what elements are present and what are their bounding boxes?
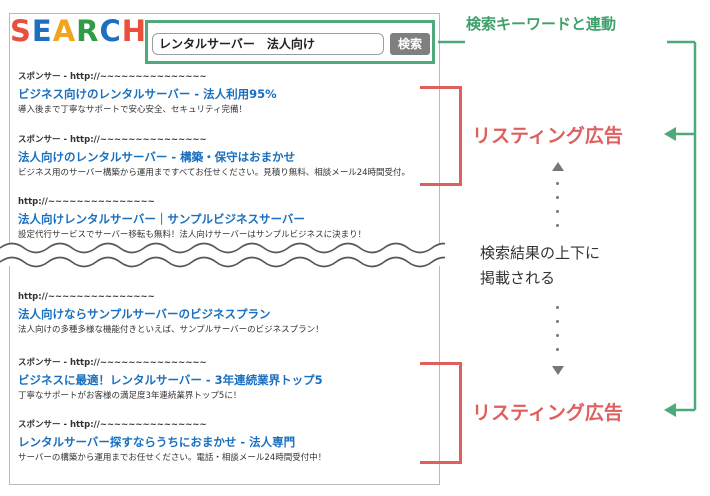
result-description: ビジネス用のサーバー構築から運用まですべてお任せください。見積り無料、相談メール… xyxy=(18,168,411,178)
dot xyxy=(556,348,559,351)
result-item: スポンサー - http://~~~~~~~~~~~~~~~ レンタルサーバー探… xyxy=(18,420,326,464)
search-bar-highlight xyxy=(145,20,435,64)
ad-bracket-top xyxy=(420,86,462,186)
logo-letter: R xyxy=(76,14,100,48)
keyword-connector xyxy=(438,40,697,417)
dot xyxy=(556,224,559,227)
result-item: http://~~~~~~~~~~~~~~~ 法人向けならサンプルサーバーのビジ… xyxy=(18,292,324,336)
result-item: スポンサー - http://~~~~~~~~~~~~~~~ ビジネスに最適！レ… xyxy=(18,358,323,402)
position-note: 検索結果の上下に 掲載される xyxy=(480,241,600,291)
result-description: 法人向けの多種多様な機能付きといえば、サンプルサーバーのビジネスプラン！ xyxy=(18,325,324,335)
result-title-link[interactable]: レンタルサーバー探すならうちにおまかせ - 法人専門 xyxy=(18,435,296,449)
position-note-line: 検索結果の上下に xyxy=(480,244,601,262)
logo-letter: S xyxy=(10,14,32,48)
logo-letter: H xyxy=(121,14,148,48)
logo-letter: C xyxy=(99,14,122,48)
dot xyxy=(556,320,559,323)
result-url: スポンサー - http://~~~~~~~~~~~~~~~ xyxy=(18,358,207,368)
result-url: スポンサー - http://~~~~~~~~~~~~~~~ xyxy=(18,72,207,82)
result-url: http://~~~~~~~~~~~~~~~ xyxy=(18,197,155,207)
search-button[interactable]: 検索 xyxy=(390,33,430,55)
result-url: http://~~~~~~~~~~~~~~~ xyxy=(18,292,155,302)
search-logo: SEARCH xyxy=(10,17,147,46)
result-title-link[interactable]: 法人向けのレンタルサーバー - 構築・保守はおまかせ xyxy=(18,150,296,164)
result-url: スポンサー - http://~~~~~~~~~~~~~~~ xyxy=(18,135,207,145)
logo-letter: A xyxy=(52,14,77,48)
dot xyxy=(556,182,559,185)
arrow-up-icon xyxy=(552,162,564,171)
result-url: スポンサー - http://~~~~~~~~~~~~~~~ xyxy=(18,420,207,430)
result-description: 設定代行サービスでサーバー移転も無料！法人向けサーバーはサンプルビジネスに決まり… xyxy=(18,230,367,240)
search-input[interactable]: レンタルサーバー 法人向け xyxy=(152,33,384,55)
result-title-link[interactable]: ビジネスに最適！レンタルサーバー - 3年連続業界トップ5 xyxy=(18,373,323,387)
result-title-link[interactable]: 法人向けならサンプルサーバーのビジネスプラン xyxy=(18,307,271,321)
result-title-link[interactable]: 法人向けレンタルサーバー｜サンプルビジネスサーバー xyxy=(18,212,305,226)
listing-ad-label-top: リスティング広告 xyxy=(472,125,623,147)
result-item: スポンサー - http://~~~~~~~~~~~~~~~ ビジネス向けのレン… xyxy=(18,72,277,116)
result-description: 導入後まで丁寧なサポートで安心安全、セキュリティ完備！ xyxy=(18,105,247,115)
result-item: http://~~~~~~~~~~~~~~~ 法人向けレンタルサーバー｜サンプル… xyxy=(18,197,366,241)
result-title-link[interactable]: ビジネス向けのレンタルサーバー - 法人利用95% xyxy=(18,87,277,101)
arrow-down-icon xyxy=(552,366,564,375)
keyword-link-label: 検索キーワードと連動 xyxy=(466,15,617,33)
ad-bracket-bottom xyxy=(420,362,462,464)
listing-ad-label-bottom: リスティング広告 xyxy=(472,402,623,424)
result-item: スポンサー - http://~~~~~~~~~~~~~~~ 法人向けのレンタル… xyxy=(18,135,410,179)
logo-letter: E xyxy=(31,14,53,48)
page-break-wave xyxy=(0,242,445,268)
result-description: 丁寧なサポートがお客様の満足度3年連続業界トップ5に！ xyxy=(18,391,242,401)
dot xyxy=(556,306,559,309)
dot xyxy=(556,210,559,213)
dot xyxy=(556,334,559,337)
dot xyxy=(556,196,559,199)
position-note-line: 掲載される xyxy=(480,269,556,287)
result-description: サーバーの構築から運用までお任せください。電話・相談メール24時間受付中！ xyxy=(18,453,327,463)
